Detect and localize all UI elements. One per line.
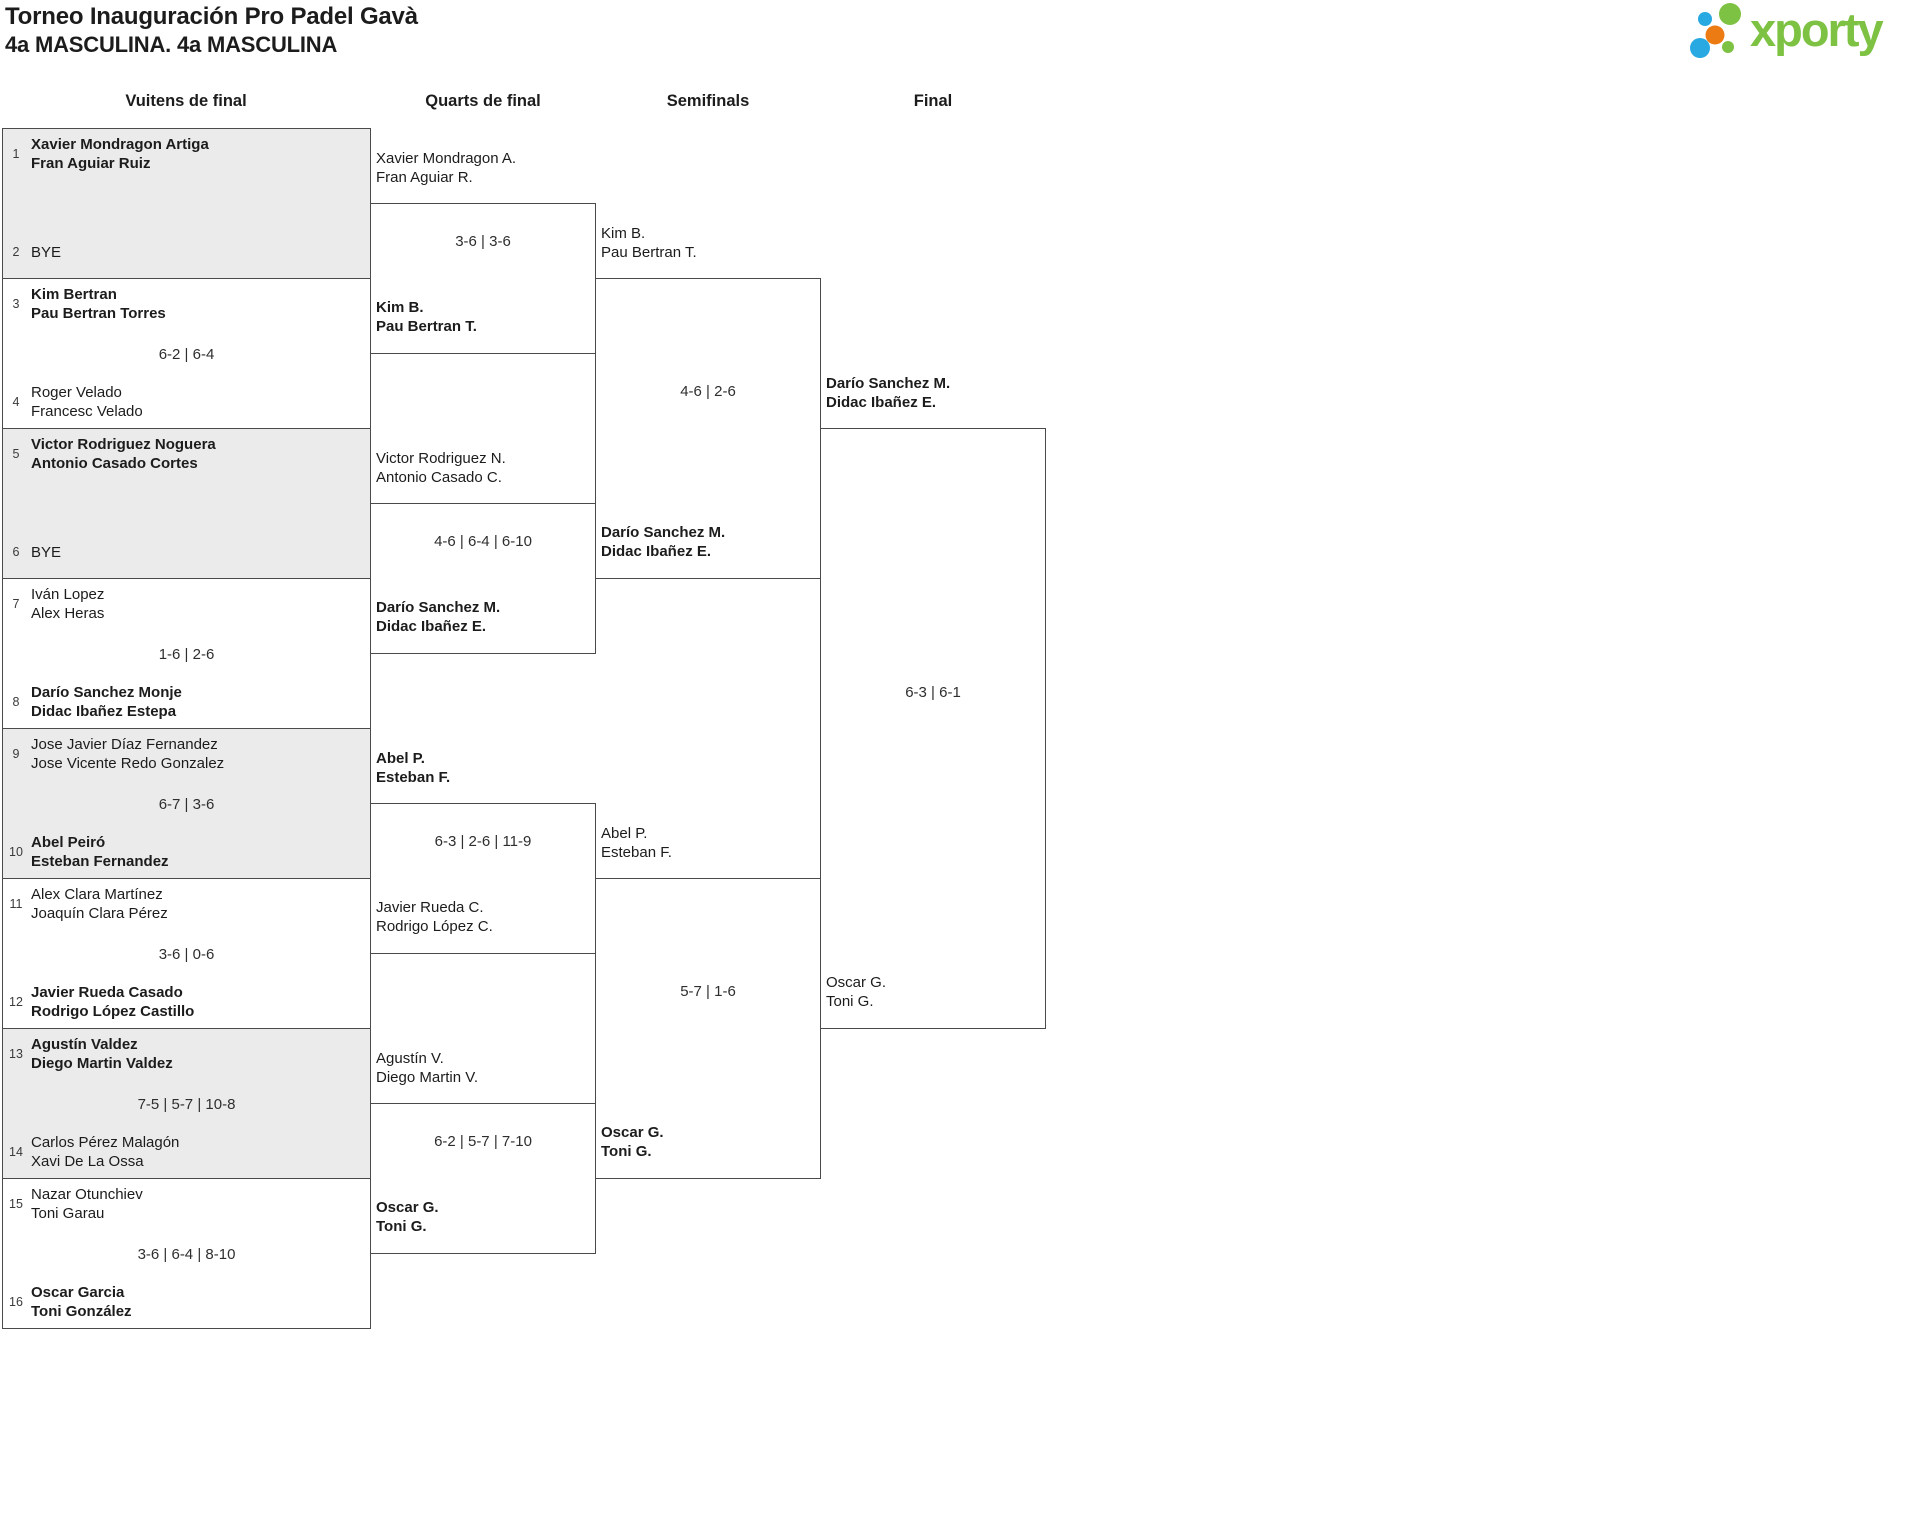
round-header-semifinals: Semifinals [666,92,750,110]
team-name: Oscar G.Toni G. [601,1124,664,1160]
match-score: 5-7 | 1-6 [680,983,736,1000]
team-name: Kim B.Pau Bertran T. [601,225,697,261]
seed-number: 9 [12,747,20,761]
seed-number: 16 [9,1295,23,1309]
seed-number: 8 [12,695,20,709]
xporty-logo-dots-icon [1690,3,1741,58]
round-header-final: Final [913,92,953,110]
match-score: 3-6 | 3-6 [455,233,511,250]
seed-number: 4 [12,395,20,409]
match-score: 7-5 | 5-7 | 10-8 [137,1096,236,1113]
seed-number: 3 [12,297,20,311]
seed-number: 12 [9,995,23,1009]
match-score: 6-3 | 2-6 | 11-9 [434,833,532,850]
xporty-logo-text: xporty [1750,3,1884,56]
match-box-final[interactable]: Darío Sanchez M.Didac Ibañez E. 6-3 | 6-… [820,375,1046,1029]
match-score: 4-6 | 2-6 [680,383,736,400]
match-score: 3-6 | 0-6 [158,946,215,963]
team-name: Victor Rodriguez N.Antonio Casado C. [376,450,506,486]
match-score: 6-2 | 5-7 | 7-10 [434,1133,532,1150]
team-name: Oscar G.Toni G. [826,974,887,1010]
match-score: 3-6 | 6-4 | 8-10 [137,1246,236,1263]
team-name: Abel P.Esteban F. [601,825,672,861]
match-box-qf-4[interactable]: Agustín V.Diego Martin V. 6-2 | 5-7 | 7-… [370,1050,596,1254]
seed-number: 11 [9,897,23,911]
team-name: Kim B.Pau Bertran T. [376,299,477,335]
team-name: Darío Sanchez M.Didac Ibañez E. [376,599,501,635]
match-box-sf-1[interactable]: Kim B.Pau Bertran T. 4-6 | 2-6 Darío San… [595,225,821,579]
match-score: 6-7 | 3-6 [158,796,215,813]
page-title: Torneo Inauguración Pro Padel Gavà [5,3,418,30]
seed-number: 14 [9,1145,23,1159]
match-score: 4-6 | 6-4 | 6-10 [434,533,532,550]
match-box-sf-2[interactable]: Abel P.Esteban F. 5-7 | 1-6 Oscar G.Toni… [595,825,821,1179]
team-name: BYE [31,244,62,261]
match-box-qf-2[interactable]: Victor Rodriguez N.Antonio Casado C. 4-6… [370,450,596,654]
team-name: Abel P.Esteban F. [376,750,451,786]
team-name: Darío Sanchez M.Didac Ibañez E. [601,524,726,560]
match-score: 1-6 | 2-6 [158,646,215,663]
seed-number: 15 [9,1197,23,1211]
match-box-qf-1[interactable]: Xavier Mondragon A.Fran Aguiar R. 3-6 | … [370,150,596,354]
seed-number: 7 [12,597,20,611]
match-box-qf-3[interactable]: Abel P.Esteban F. 6-3 | 2-6 | 11-9 Javie… [370,750,596,954]
round-header-quarts: Quarts de final [425,92,541,110]
match-score: 6-3 | 6-1 [905,684,961,701]
team-name: Darío Sanchez M.Didac Ibañez E. [826,375,951,411]
team-name: Javier Rueda C.Rodrigo López C. [376,899,493,935]
seed-number: 1 [12,147,20,161]
seed-number: 6 [12,545,20,559]
page-subtitle: 4a MASCULINA. 4a MASCULINA [5,32,338,57]
seed-number: 5 [12,447,20,461]
seed-number: 10 [9,845,23,859]
team-name: Oscar G.Toni G. [376,1199,439,1235]
round-header-vuitens: Vuitens de final [125,92,247,110]
seed-number: 2 [12,245,20,259]
seed-number: 13 [9,1047,23,1061]
team-name: Agustín V.Diego Martin V. [376,1050,478,1086]
team-name: BYE [31,544,62,561]
match-score: 6-2 | 6-4 [158,346,215,363]
xporty-logo[interactable]: xporty [1690,0,1884,64]
team-name: Xavier Mondragon A.Fran Aguiar R. [376,150,517,186]
